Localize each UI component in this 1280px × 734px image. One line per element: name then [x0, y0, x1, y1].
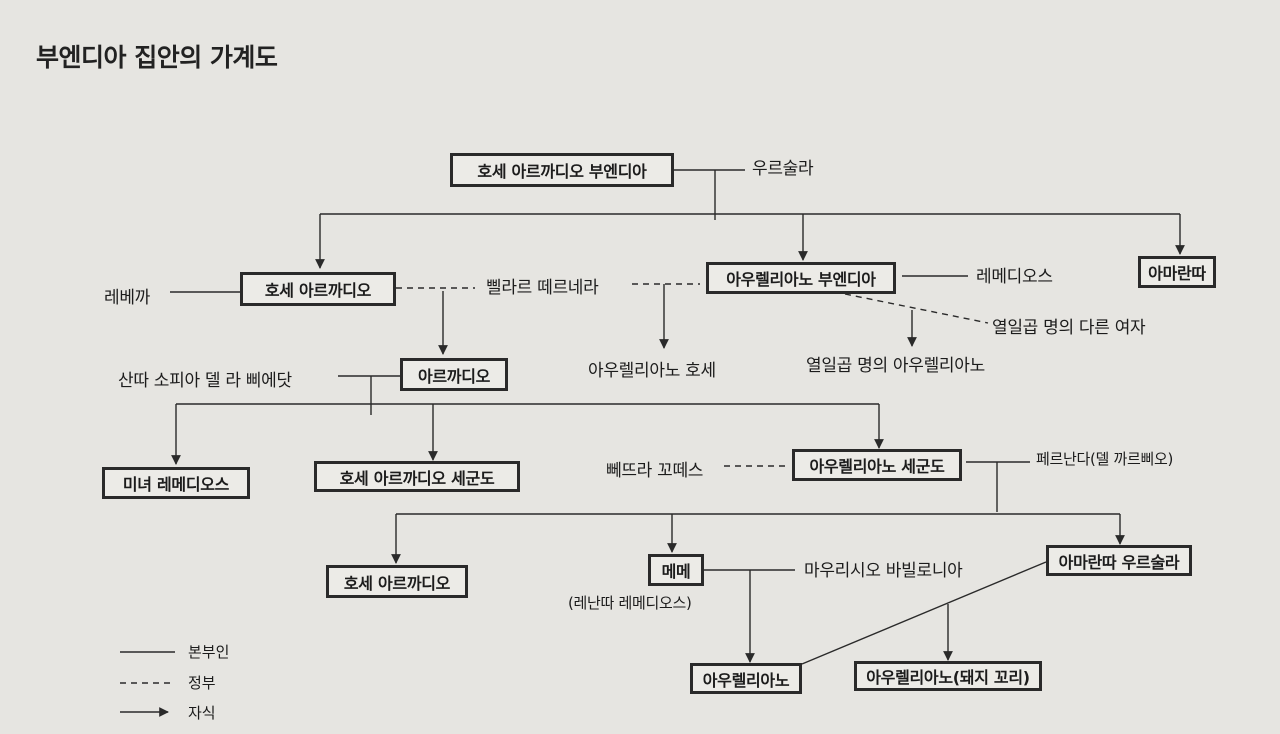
person-box-arcadio: 아르까디오: [400, 358, 508, 391]
person-box-jose-arcadio-segundo: 호세 아르까디오 세군도: [314, 461, 520, 492]
person-label-petra-cotes: 뻬뜨라 꼬떼스: [606, 461, 704, 481]
person-label-aureliano-jose: 아우렐리아노 호세: [588, 361, 716, 381]
person-label-ursula: 우르술라: [752, 159, 814, 179]
legend-label-mistress: 정부: [188, 674, 216, 692]
page-title: 부엔디아 집안의 가계도: [36, 43, 278, 72]
person-label-pilar-ternera: 삘라르 떼르네라: [486, 278, 599, 298]
person-box-aureliano-buendia: 아우렐리아노 부엔디아: [706, 262, 896, 294]
person-box-jose-arcadio-2: 호세 아르까디오: [326, 565, 468, 598]
person-box-amaranta: 아마란따: [1138, 256, 1216, 288]
person-box-aureliano-segundo: 아우렐리아노 세군도: [792, 449, 962, 481]
person-box-aureliano-2: 아우렐리아노: [690, 663, 802, 694]
legend-label-spouse: 본부인: [188, 643, 230, 661]
person-label-remedios: 레메디오스: [976, 267, 1053, 287]
person-label-fernanda: 페르난다(델 까르삐오): [1036, 450, 1174, 468]
person-box-jose-arcadio: 호세 아르까디오: [240, 272, 396, 306]
legend-label-child: 자식: [188, 704, 216, 722]
union-line-amaranta-aureliano: [801, 561, 1047, 665]
person-box-jose-arcadio-buendia: 호세 아르까디오 부엔디아: [450, 153, 674, 187]
mistress-line-seventeen-women: [844, 293, 989, 324]
person-label-seventeen-aurelianos: 열일곱 명의 아우렐리아노: [806, 356, 985, 376]
person-box-meme: 메메: [648, 554, 704, 586]
person-label-mauricio: 마우리시오 바빌로니아: [804, 561, 963, 581]
person-label-rebeca: 레베까: [104, 288, 151, 308]
person-box-amaranta-ursula: 아마란따 우르술라: [1046, 545, 1192, 576]
person-label-meme-alias: (레난따 레메디오스): [568, 594, 692, 612]
person-label-santa-sofia: 산따 소피아 델 라 삐에닷: [118, 371, 292, 391]
person-box-aureliano-pigtail: 아우렐리아노(돼지 꼬리): [854, 661, 1042, 691]
person-box-remedios-beauty: 미녀 레메디오스: [102, 467, 250, 499]
person-label-seventeen-women: 열일곱 명의 다른 여자: [992, 318, 1146, 338]
